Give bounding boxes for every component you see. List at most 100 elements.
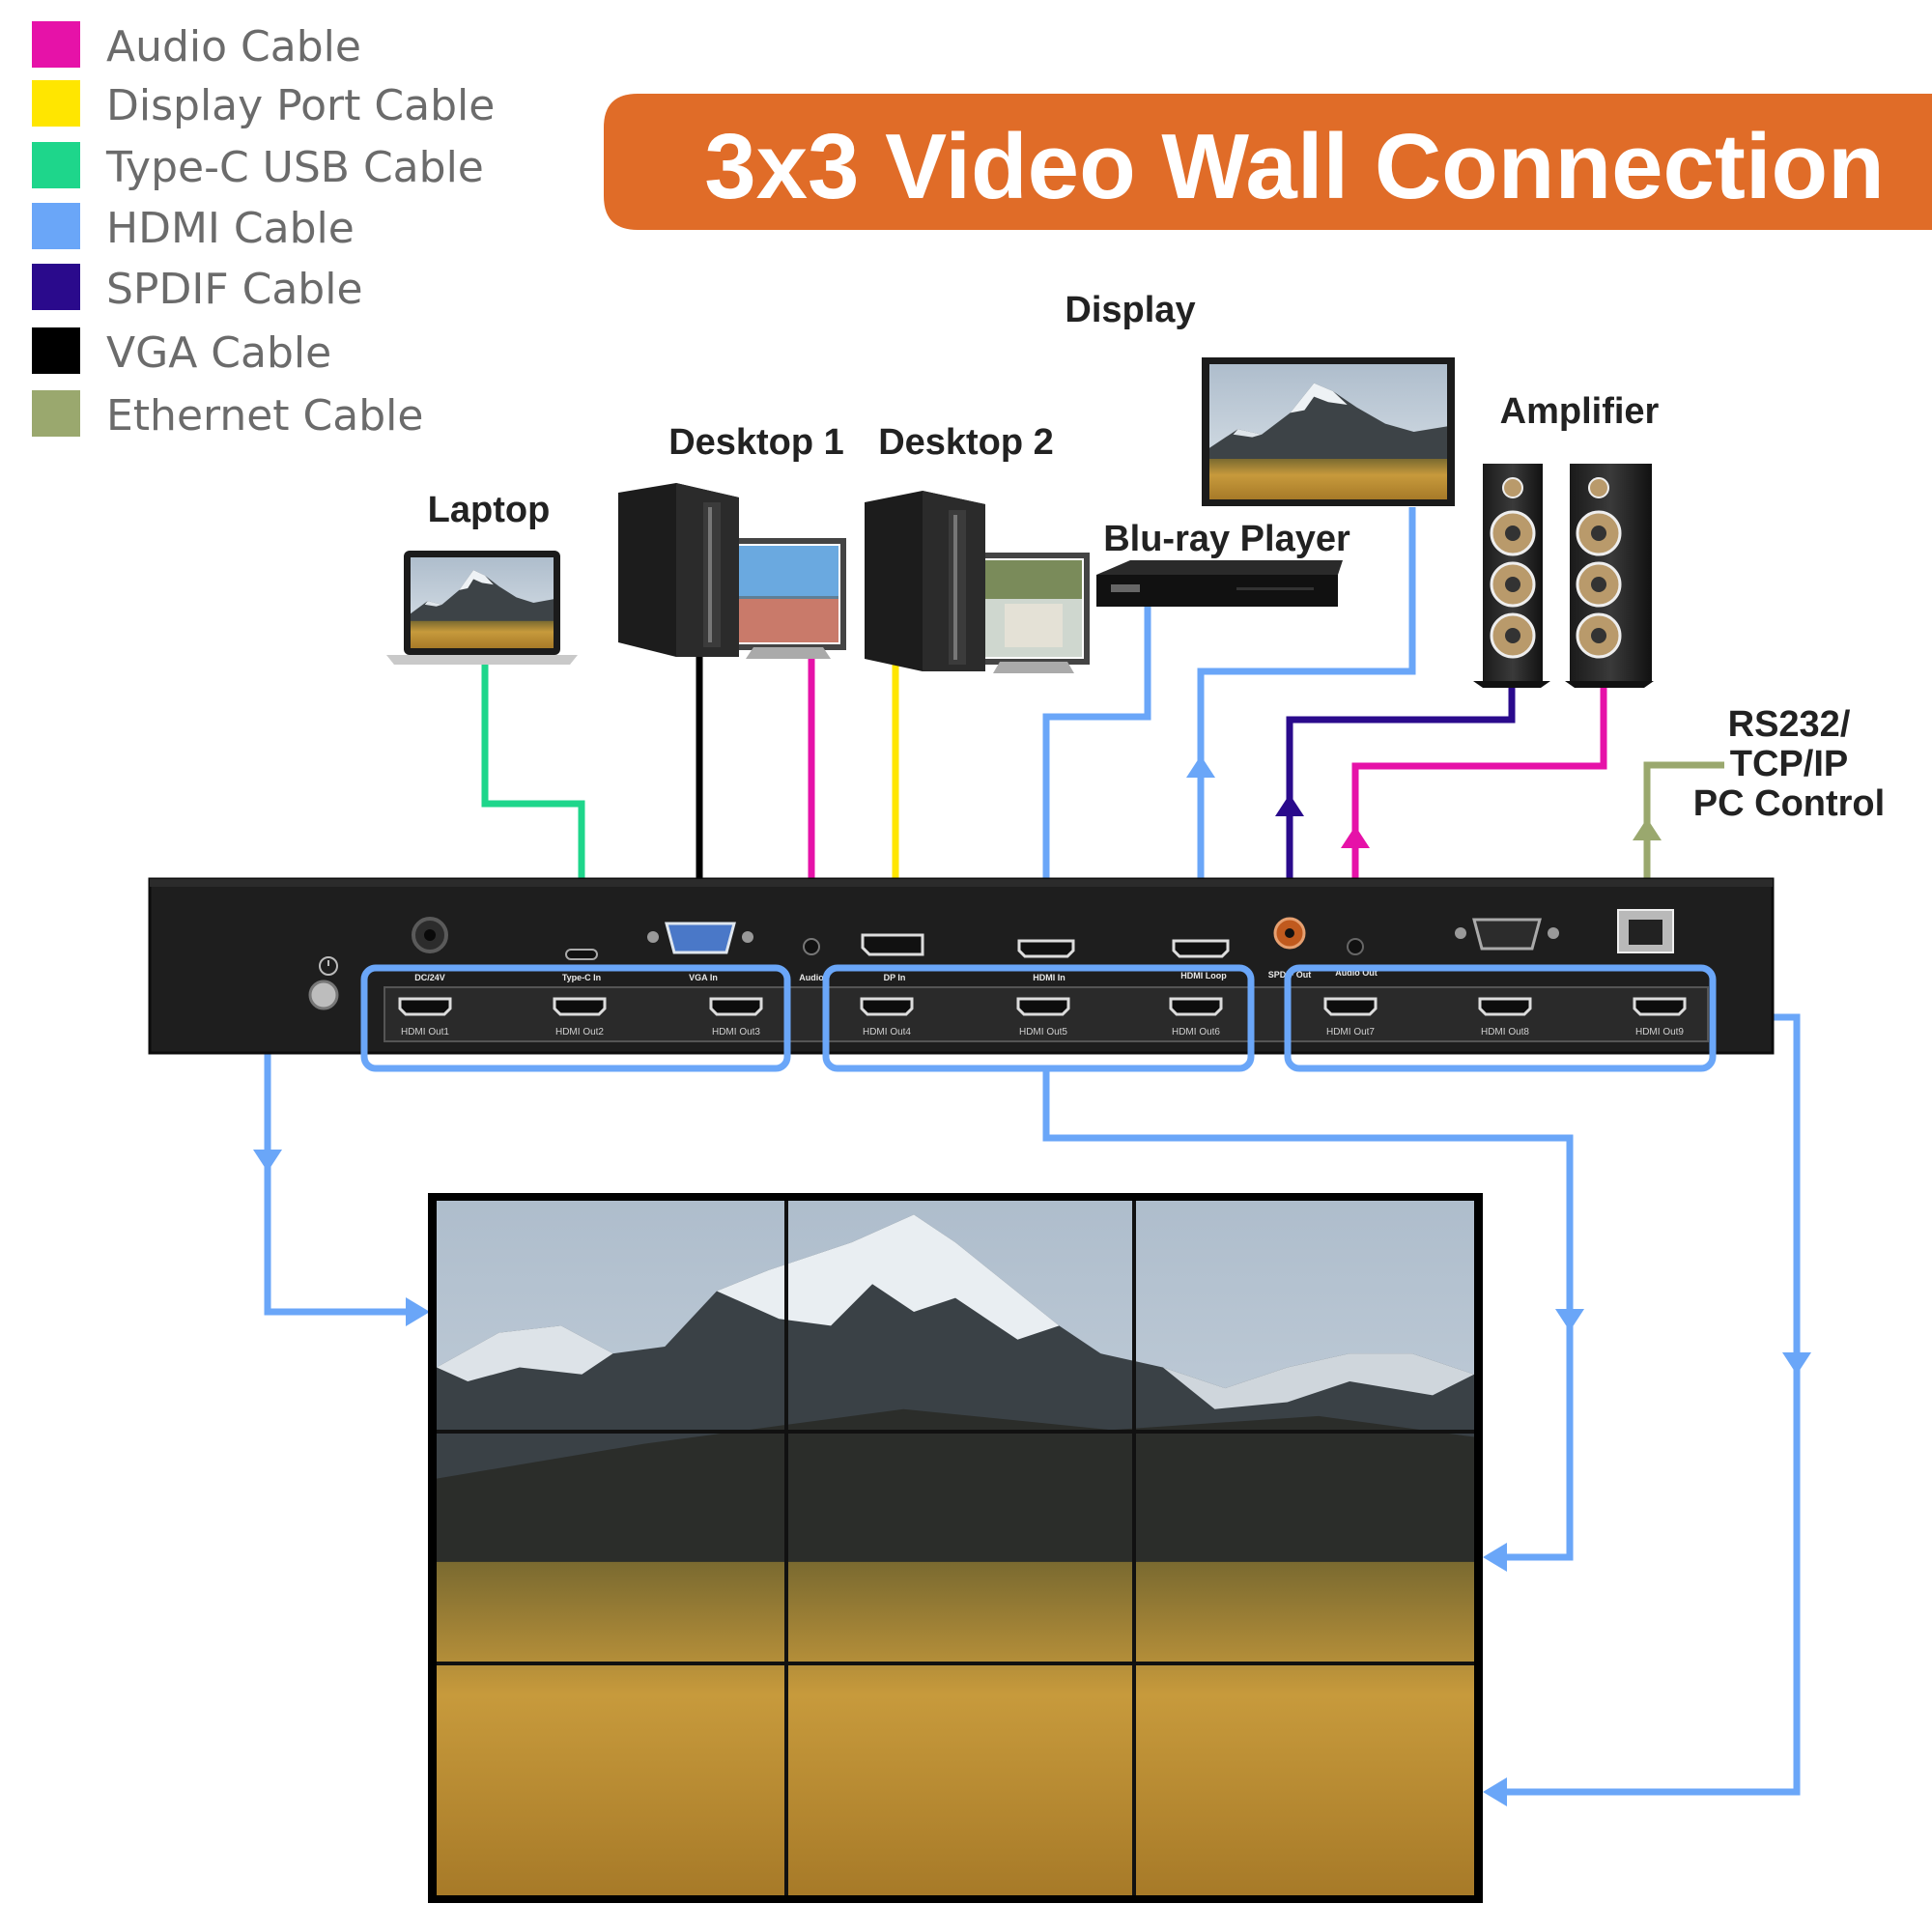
cable-hdmi-in <box>1042 601 1151 925</box>
label-rs232-line3: PC Control <box>1693 783 1885 824</box>
legend-item-audio: Audio Cable <box>32 21 361 71</box>
label-port-typec: Type-C In <box>562 973 601 982</box>
legend-swatch-hdmi <box>32 203 80 249</box>
title-banner: 3x3 Video Wall Connection <box>604 94 1932 230</box>
video-wall-image <box>437 1201 1474 1895</box>
arrow-ethernet-icon <box>1633 818 1662 840</box>
label-desktop1: Desktop 1 <box>668 422 844 463</box>
legend-label-displayport: Display Port Cable <box>106 81 495 130</box>
label-rs232-line1: RS232/ <box>1728 704 1851 745</box>
laptop-icon <box>386 551 578 665</box>
hdmi-loop-port[interactable] <box>1172 939 1230 958</box>
dc-port[interactable] <box>412 917 448 953</box>
cable-audio-out <box>1351 688 1607 935</box>
label-hdmi-out-7: HDMI Out7 <box>1326 1027 1375 1037</box>
output-group-1 <box>360 964 791 1072</box>
legend-swatch-displayport <box>32 80 80 127</box>
label-port-vga: VGA In <box>689 973 718 982</box>
rs232-port[interactable] <box>1455 918 1559 951</box>
typec-port[interactable] <box>565 949 598 960</box>
desktop1-icon <box>618 483 846 659</box>
desktop2-icon <box>865 491 1090 673</box>
legend-item-typec: Type-C USB Cable <box>32 142 484 192</box>
label-port-hdmi-loop: HDMI Loop <box>1180 971 1227 980</box>
legend-item-ethernet: Ethernet Cable <box>32 390 423 440</box>
cable-output-group3 <box>1502 1013 1801 1796</box>
cable-spdif <box>1286 684 1516 923</box>
label-port-audio-out: Audio Out <box>1335 968 1378 978</box>
label-hdmi-out-5: HDMI Out5 <box>1019 1027 1067 1037</box>
spdif-port[interactable] <box>1273 917 1306 950</box>
label-display: Display <box>1065 290 1195 330</box>
speaker-right-icon <box>1565 464 1654 688</box>
arrow-out1a-icon <box>253 1150 282 1172</box>
label-hdmi-out-8: HDMI Out8 <box>1481 1027 1529 1037</box>
label-bluray: Blu-ray Player <box>1103 519 1350 559</box>
bluray-player-icon <box>1096 560 1343 607</box>
arrow-out2b-icon <box>1483 1543 1507 1572</box>
label-hdmi-out-9: HDMI Out9 <box>1635 1027 1684 1037</box>
legend-label-audio: Audio Cable <box>106 22 361 71</box>
label-hdmi-out-4: HDMI Out4 <box>863 1027 911 1037</box>
dp-in-port[interactable] <box>861 933 924 956</box>
page-title: 3x3 Video Wall Connection <box>704 115 1885 218</box>
legend-label-typec: Type-C USB Cable <box>105 143 484 192</box>
legend-item-displayport: Display Port Cable <box>32 80 495 130</box>
arrow-out1b-icon <box>406 1297 430 1326</box>
ethernet-port[interactable] <box>1617 909 1674 953</box>
hdmi-out-port-5[interactable]: HDMI Out5 <box>1016 997 1070 1037</box>
arrow-out2a-icon <box>1555 1309 1584 1331</box>
label-port-dp: DP In <box>884 973 906 982</box>
legend-swatch-typec <box>32 142 80 188</box>
legend-item-vga: VGA Cable <box>32 327 331 378</box>
video-wall <box>428 1193 1483 1903</box>
cable-typec <box>481 662 585 942</box>
speaker-left-icon <box>1473 464 1550 688</box>
legend-label-vga: VGA Cable <box>106 328 331 378</box>
hdmi-out-port-2[interactable]: HDMI Out2 <box>553 997 607 1037</box>
device-labels: Laptop Desktop 1 Desktop 2 Display Blu-r… <box>428 290 1886 824</box>
legend-item-spdif: SPDIF Cable <box>32 264 363 314</box>
label-rs232-line2: TCP/IP <box>1730 744 1848 784</box>
label-port-dc: DC/24V <box>414 973 445 982</box>
legend-swatch-audio <box>32 21 80 68</box>
legend-label-spdif: SPDIF Cable <box>106 265 363 314</box>
legend-swatch-ethernet <box>32 390 80 437</box>
amplifier-speakers-icon <box>1473 464 1654 688</box>
hdmi-in-port[interactable] <box>1017 939 1075 958</box>
label-amplifier: Amplifier <box>1500 391 1660 432</box>
label-laptop: Laptop <box>428 490 551 530</box>
display-icon <box>1202 357 1455 506</box>
arrow-audio-out-icon <box>1341 826 1370 848</box>
cable-ethernet <box>1643 761 1724 918</box>
arrow-out3b-icon <box>1483 1777 1507 1806</box>
hdmi-out-port-1[interactable]: HDMI Out1 <box>398 997 452 1037</box>
ground-icon <box>308 956 339 1010</box>
legend-label-ethernet: Ethernet Cable <box>106 391 423 440</box>
label-hdmi-out-3: HDMI Out3 <box>712 1027 760 1037</box>
legend-swatch-vga <box>32 327 80 374</box>
audio-out-port[interactable] <box>1347 938 1364 955</box>
legend: Audio Cable Display Port Cable Type-C US… <box>32 21 495 440</box>
hdmi-out-port-9[interactable]: HDMI Out9 <box>1633 997 1687 1037</box>
label-hdmi-out-1: HDMI Out1 <box>401 1027 449 1037</box>
legend-label-hdmi: HDMI Cable <box>106 204 355 253</box>
hdmi-out-port-6[interactable]: HDMI Out6 <box>1169 997 1223 1037</box>
arrow-out3a-icon <box>1782 1352 1811 1375</box>
legend-swatch-spdif <box>32 264 80 310</box>
label-desktop2: Desktop 2 <box>878 422 1054 463</box>
arrow-spdif-icon <box>1275 794 1304 816</box>
hdmi-out-port-7[interactable]: HDMI Out7 <box>1323 997 1378 1037</box>
output-group-2 <box>822 964 1255 1072</box>
audio-in-port[interactable] <box>803 938 820 955</box>
hdmi-out-port-3[interactable]: HDMI Out3 <box>709 997 763 1037</box>
hdmi-out-port-4[interactable]: HDMI Out4 <box>860 997 914 1037</box>
hdmi-out-port-8[interactable]: HDMI Out8 <box>1478 997 1532 1037</box>
output-group-3 <box>1284 964 1717 1072</box>
label-port-hdmi-in: HDMI In <box>1033 973 1065 982</box>
vga-port[interactable] <box>647 922 753 954</box>
legend-item-hdmi: HDMI Cable <box>32 203 355 253</box>
cable-hdmi-loop <box>1197 507 1416 942</box>
